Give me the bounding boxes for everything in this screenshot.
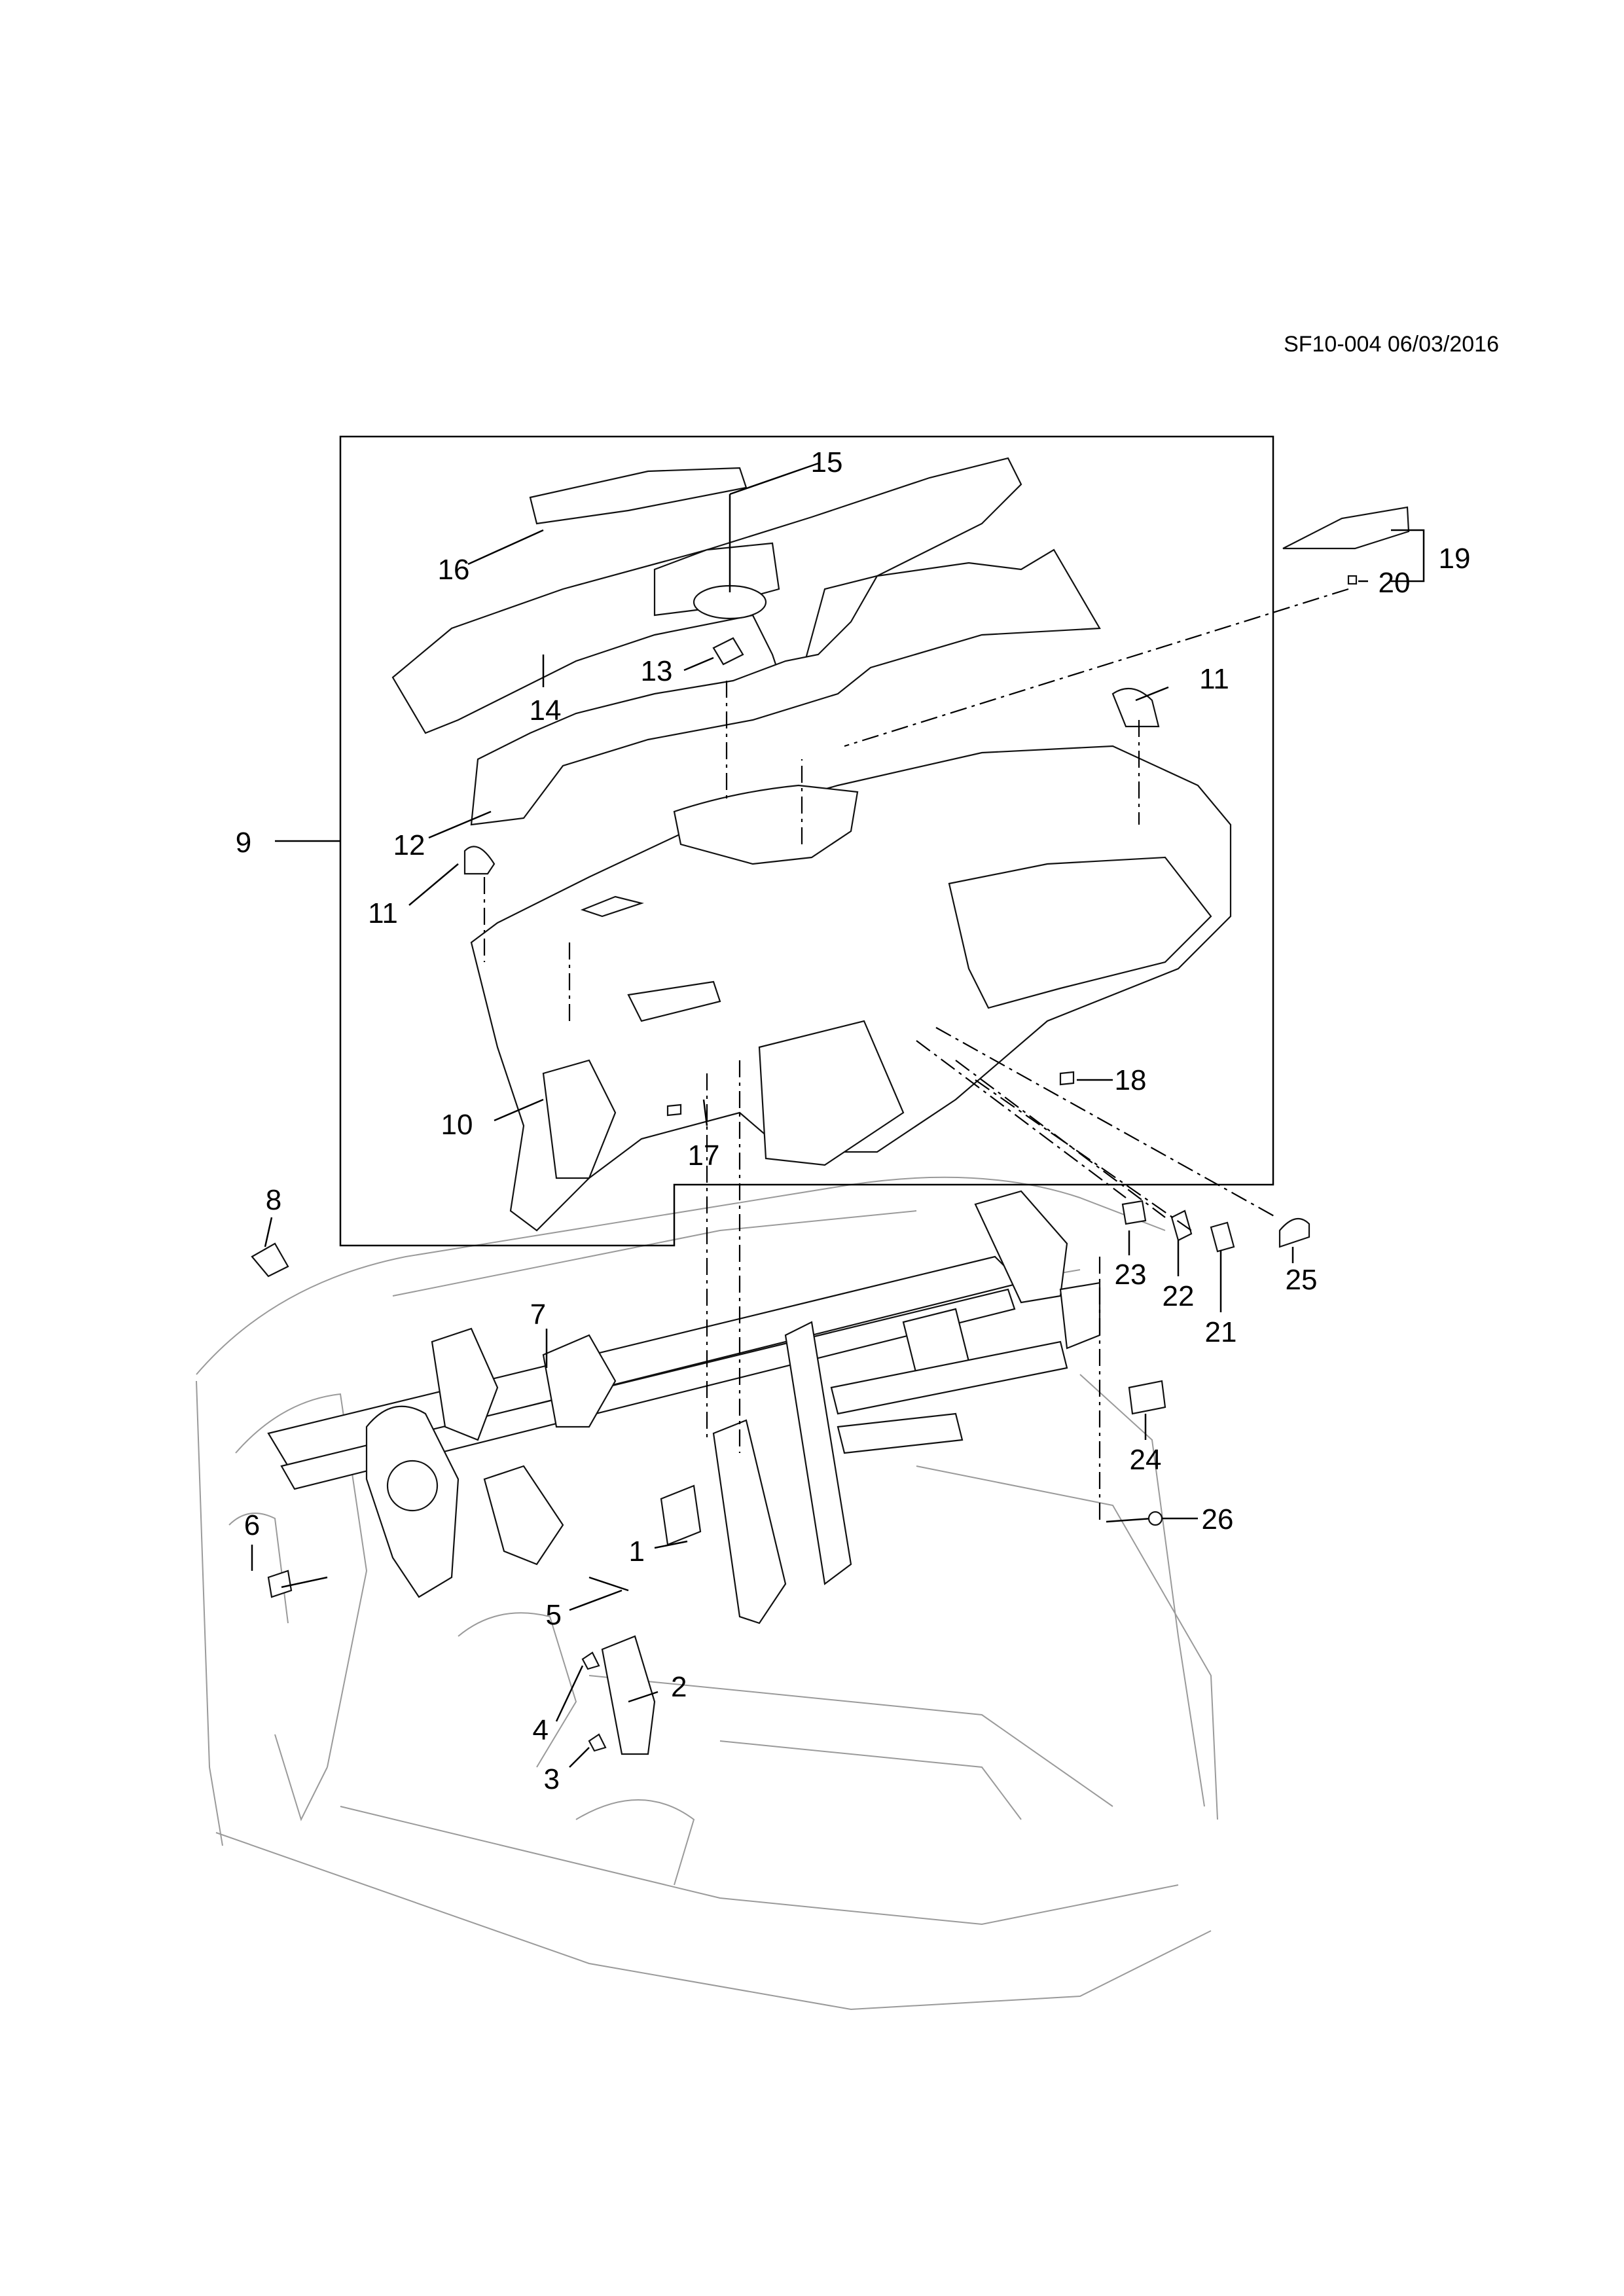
callout-2: 2 [671, 1671, 687, 1703]
callout-7: 7 [530, 1299, 546, 1331]
callout-3: 3 [544, 1763, 560, 1795]
speaker-grille-center [712, 637, 744, 666]
callout-25: 25 [1286, 1264, 1318, 1296]
assembly-lines [483, 588, 1349, 1525]
callout-23: 23 [1115, 1259, 1147, 1291]
callout-11-right: 11 [1199, 663, 1229, 695]
callout-22: 22 [1163, 1280, 1195, 1312]
ip-group-box [339, 435, 1274, 1247]
speaker-grille-right [1282, 506, 1410, 585]
callout-19: 19 [1439, 543, 1471, 575]
callout-9: 9 [236, 827, 251, 859]
callout-4: 4 [533, 1714, 549, 1746]
callout-labels: 1 2 3 4 5 6 7 8 9 10 11 11 12 13 14 15 1… [236, 446, 1471, 1795]
callout-21: 21 [1205, 1316, 1237, 1348]
instrument-panel [470, 687, 1232, 1232]
callout-12: 12 [393, 829, 425, 861]
leader-lines [251, 462, 1425, 1768]
callout-24: 24 [1130, 1444, 1162, 1476]
callout-10: 10 [441, 1109, 473, 1141]
cross-car-beam [267, 1190, 1101, 1624]
callout-20: 20 [1379, 567, 1411, 599]
callout-14: 14 [530, 694, 562, 726]
callout-18: 18 [1115, 1064, 1147, 1096]
callout-8: 8 [266, 1184, 281, 1216]
callout-13: 13 [641, 655, 673, 687]
callout-26: 26 [1202, 1503, 1234, 1535]
callout-1: 1 [629, 1535, 645, 1568]
side-vent-left [463, 846, 496, 875]
hardware-parts [251, 1071, 1310, 1755]
callout-5: 5 [546, 1599, 562, 1631]
diagram-reference: SF10-004 06/03/2016 [1284, 332, 1499, 357]
ip-insulator-pad [470, 548, 1101, 826]
callout-16: 16 [438, 554, 470, 586]
defroster-seal [529, 467, 748, 525]
ip-upper-carrier [391, 457, 1022, 734]
callout-11-left: 11 [368, 897, 398, 929]
callout-17: 17 [688, 1139, 720, 1172]
callout-6: 6 [244, 1509, 260, 1541]
callout-15: 15 [811, 446, 843, 478]
